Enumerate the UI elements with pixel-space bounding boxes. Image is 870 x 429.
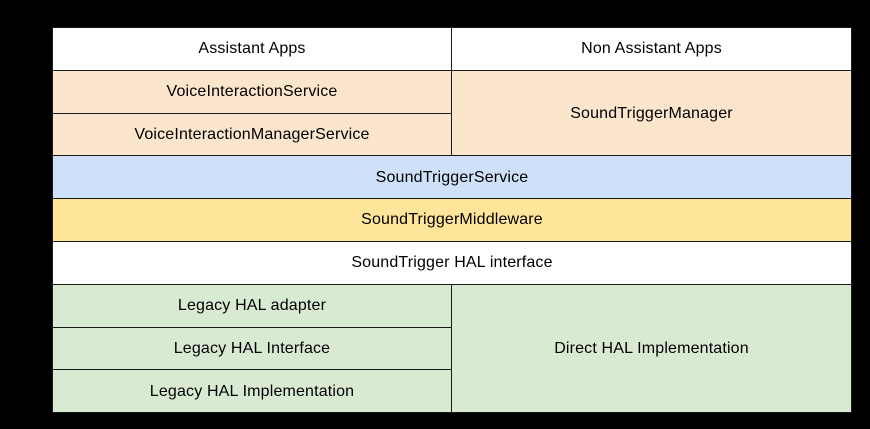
cell-row-legacy-hal-implementation-0: Legacy HAL Implementation xyxy=(52,369,452,414)
cell-row-voice-interaction-manager-service-0: VoiceInteractionManagerService xyxy=(52,112,452,157)
table-row: SoundTrigger HAL interface xyxy=(52,240,852,285)
cell-row-headers-1: Non Assistant Apps xyxy=(451,27,852,71)
table-row: SoundTriggerMiddleware xyxy=(52,198,852,242)
cell-row-sound-trigger-middleware-0: SoundTriggerMiddleware xyxy=(52,198,852,242)
cell-row-legacy-hal-interface-0: Legacy HAL Interface xyxy=(52,326,452,371)
cell-row-legacy-hal-adapter-0: Legacy HAL adapter xyxy=(52,283,452,328)
cell-row-sound-trigger-hal-interface-0: SoundTrigger HAL interface xyxy=(52,240,852,285)
cell-row-voice-interaction-service-1: SoundTriggerManager xyxy=(451,69,852,157)
cell-row-legacy-hal-adapter-1: Direct HAL Implementation xyxy=(451,283,852,414)
table-row: VoiceInteractionManagerService xyxy=(52,112,852,157)
cell-row-sound-trigger-service-0: SoundTriggerService xyxy=(52,155,852,200)
cell-row-voice-interaction-service-0: VoiceInteractionService xyxy=(52,69,452,114)
table-row: SoundTriggerService xyxy=(52,155,852,200)
table-row: Legacy HAL Interface xyxy=(52,326,852,371)
cell-row-headers-0: Assistant Apps xyxy=(52,27,452,71)
table-row: Legacy HAL Implementation xyxy=(52,369,852,414)
